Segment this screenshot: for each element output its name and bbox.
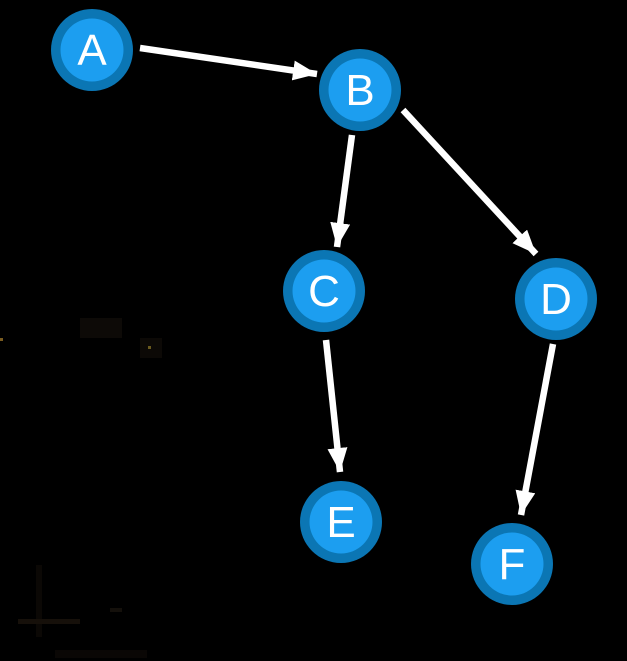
node-fill (328, 58, 392, 122)
edge-D-F[interactable] (515, 343, 557, 516)
node-fill (309, 490, 373, 554)
edge-B-C[interactable] (330, 134, 356, 248)
node-D[interactable]: D (515, 258, 597, 340)
node-F[interactable]: F (471, 523, 553, 605)
node-fill (480, 532, 544, 596)
node-C[interactable]: C (283, 250, 365, 332)
node-B[interactable]: B (319, 49, 401, 131)
node-fill (524, 267, 588, 331)
edge-B-D[interactable] (400, 107, 539, 257)
node-fill (292, 259, 356, 323)
node-A[interactable]: A (51, 9, 133, 91)
node-E[interactable]: E (300, 481, 382, 563)
edge-A-B[interactable] (139, 44, 318, 81)
edge-C-E[interactable] (322, 339, 348, 473)
node-fill (60, 18, 124, 82)
